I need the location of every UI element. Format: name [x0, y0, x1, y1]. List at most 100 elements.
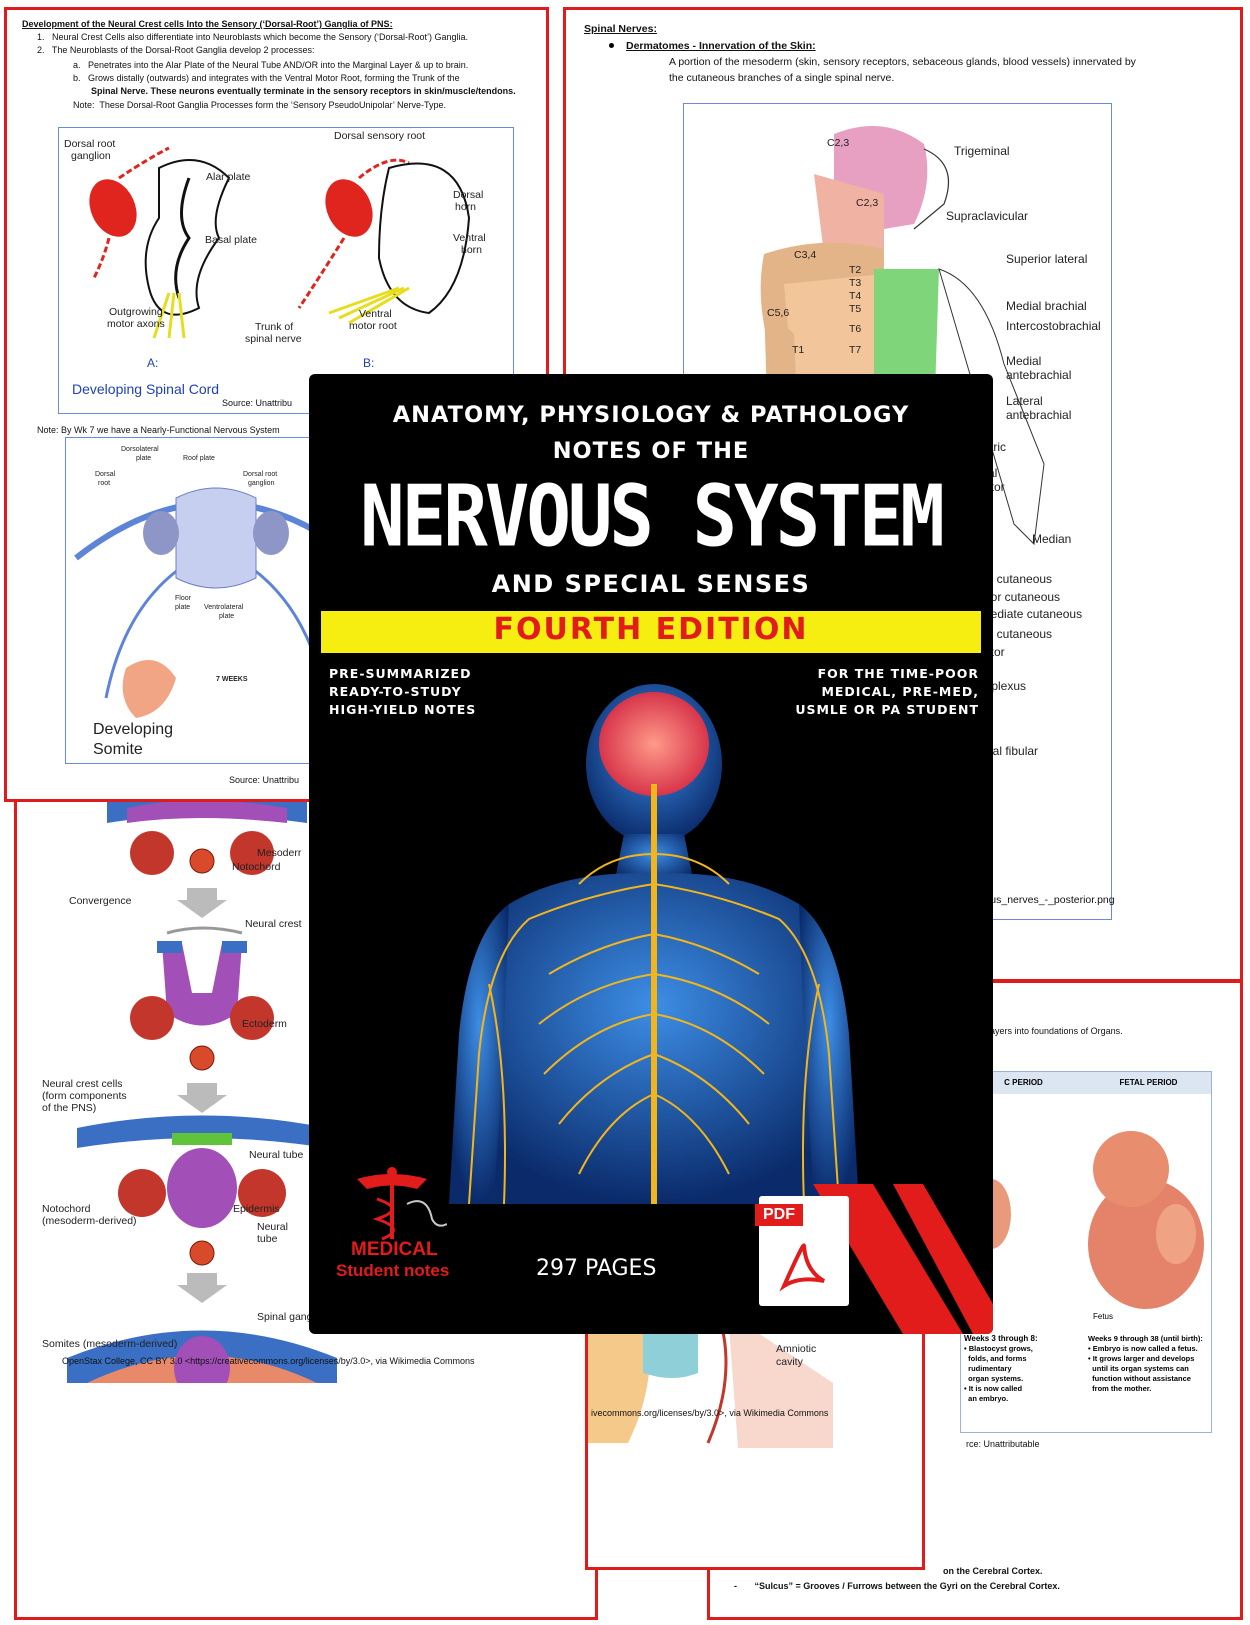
- cover-title: NERVOUS SYSTEM: [360, 467, 945, 567]
- segment-c23: C2,3: [827, 137, 850, 149]
- label-lateral: Lateral: [1006, 394, 1043, 408]
- label-root: root: [98, 480, 111, 487]
- edition-banner: [321, 611, 981, 653]
- pdf-icon: PDF: [755, 1196, 849, 1306]
- label-floor: Floor: [175, 595, 191, 602]
- label-plate-3: plate: [219, 613, 235, 620]
- item-1: 1. Neural Crest Cells also differentiate…: [37, 32, 469, 42]
- source-amniotic: ivecommons.org/licenses/by/3.0>, via Wik…: [591, 1408, 829, 1418]
- label-a: A:: [147, 356, 159, 370]
- label-tube: tube: [257, 1233, 278, 1245]
- label-medial: Medial: [1006, 354, 1042, 368]
- label-ventral: Ventral: [453, 232, 486, 244]
- weeks-9-38-item-1: • Embryo is now called a fetus.: [1088, 1344, 1198, 1353]
- weeks-3-8-item-1: • Blastocyst grows,: [964, 1344, 1033, 1353]
- text-germ-layers: erm Layers into foundations of Organs.: [967, 1026, 1123, 1036]
- label-amniotic: Amniotic: [776, 1343, 817, 1355]
- item-note: Note: These Dorsal-Root Ganglia Processe…: [73, 100, 447, 110]
- label-ganglion: ganglion: [71, 150, 111, 162]
- weeks-3-8-item-6: an embryo.: [964, 1394, 1009, 1403]
- label-horn-2: horn: [461, 244, 483, 256]
- label-notochord-2: Notochord: [42, 1203, 91, 1215]
- label-outgrowing: Outgrowing: [109, 306, 163, 318]
- bullet-dot: [609, 43, 614, 48]
- segment-t7: T7: [849, 344, 862, 356]
- embryo-table: C PERIOD FETAL PERIOD ryo Fetus Weeks 3 …: [960, 1071, 1212, 1433]
- weeks-3-8-item-5: • It is now called: [964, 1384, 1023, 1393]
- label-medial-brachial: Medial brachial: [1006, 299, 1087, 313]
- label-trunk-of: Trunk of: [255, 321, 294, 333]
- label-antebrachial: antebrachial: [1006, 368, 1072, 382]
- text-cerebral-cortex: on the Cerebral Cortex.: [943, 1566, 1043, 1576]
- bullet-dermatomes: Dermatomes - Innervation of the Skin:: [626, 40, 816, 52]
- label-somites: Somites (mesoderm-derived): [42, 1338, 178, 1350]
- label-supraclavicular: Supraclavicular: [946, 209, 1029, 223]
- segment-t4: T4: [849, 290, 862, 302]
- weeks-9-38-heading: Weeks 9 through 38 (until birth):: [1088, 1334, 1203, 1343]
- label-dorsal-sensory-root: Dorsal sensory root: [334, 130, 426, 142]
- label-convergence: Convergence: [69, 895, 132, 907]
- label-antebrachial-2: antebrachial: [1006, 408, 1072, 422]
- label-al-cutaneous: al cutaneous: [984, 572, 1053, 586]
- label-developing: Developing: [93, 721, 174, 738]
- label-alar-plate: Alar plate: [206, 171, 251, 183]
- label-median: Median: [1032, 532, 1072, 546]
- label-dorsal-root-ganglion: Dorsal root: [243, 471, 278, 478]
- label-superior-lateral: Superior lateral: [1006, 252, 1088, 266]
- dermatome-definition-1: A portion of the mesoderm (skin, sensory…: [669, 56, 1136, 68]
- label-spinal-nerve: spinal nerve: [245, 333, 302, 345]
- label-roof-plate: Roof plate: [183, 455, 215, 462]
- label-neural-crest: Neural crest: [245, 918, 302, 930]
- cover-line-2: NOTES OF THE: [552, 438, 750, 464]
- label-fetus: Fetus: [1093, 1312, 1114, 1321]
- segment-c34: C3,4: [794, 249, 817, 261]
- cover-right-1: FOR THE TIME-POOR: [817, 666, 979, 681]
- item-2: 2. The Neuroblasts of the Dorsal-Root Ga…: [37, 45, 315, 55]
- label-intercostobrachial: Intercostobrachial: [1006, 319, 1101, 333]
- dermatome-definition-2: the cutaneous branches of a single spina…: [669, 72, 895, 84]
- label-neural-crest-cells: Neural crest cells: [42, 1078, 123, 1090]
- cover-right-2: MEDICAL, PRE-MED,: [821, 684, 979, 699]
- source-1: Source: Unattribu: [222, 398, 293, 408]
- segment-t3: T3: [849, 277, 862, 289]
- label-7-weeks: 7 WEEKS: [216, 676, 248, 683]
- segment-t5: T5: [849, 303, 862, 315]
- label-somite: Somite: [93, 741, 143, 758]
- acrobat-icon: [779, 1243, 826, 1292]
- heading-spinal-nerves: Spinal Nerves:: [584, 23, 657, 35]
- label-b: B:: [363, 356, 375, 370]
- weeks-3-8-item-2: folds, and forms: [964, 1354, 1027, 1363]
- cover-left-1: PRE-SUMMARIZED: [329, 666, 472, 681]
- label-horn: horn: [455, 201, 477, 213]
- pdf-label: PDF: [755, 1204, 803, 1226]
- label-cavity: cavity: [776, 1356, 803, 1368]
- label-r-plexus: r plexus: [984, 679, 1027, 693]
- weeks-9-38-item-4: function without assistance: [1088, 1374, 1191, 1383]
- page-count: 297 PAGES: [536, 1256, 657, 1281]
- note-week7: Note: By Wk 7 we have a Nearly-Functiona…: [37, 425, 280, 435]
- label-epidermis: Epidermis: [233, 1203, 280, 1215]
- cover-subtitle: AND SPECIAL SENSES: [491, 570, 811, 598]
- label-ventral-motor: Ventral: [359, 308, 392, 320]
- text-sulcus: - “Sulcus” = Grooves / Furrows between t…: [734, 1581, 1060, 1591]
- weeks-3-8-heading: Weeks 3 through 8:: [964, 1334, 1038, 1343]
- table-header-fetal: FETAL PERIOD: [1086, 1072, 1211, 1094]
- label-dorsal-root: Dorsal root: [64, 138, 116, 150]
- label-notochord: Notochord: [232, 861, 281, 873]
- weeks-9-38-item-5: from the mother.: [1088, 1384, 1152, 1393]
- week7-drawing: [74, 487, 358, 718]
- cover-edition: FOURTH EDITION: [493, 612, 809, 647]
- segment-t1: T1: [792, 344, 805, 356]
- fetus-illustration: [971, 1131, 1204, 1309]
- segment-t6: T6: [849, 323, 862, 335]
- label-ventrolateral: Ventrolateral: [204, 604, 244, 611]
- label-dorsolateral: Dorsolateral: [121, 446, 159, 453]
- label-dorsal-2: Dorsal: [95, 471, 116, 478]
- segment-t2: T2: [849, 264, 862, 276]
- weeks-9-38-item-2: • It grows larger and develops: [1088, 1354, 1195, 1363]
- label-motor-root: motor root: [349, 320, 397, 332]
- cover-left-3: HIGH-YIELD NOTES: [329, 702, 477, 717]
- red-stripes-decoration: [813, 1184, 993, 1334]
- label-nediate-cutaneous: nediate cutaneous: [984, 607, 1083, 621]
- label-ganglion-2: ganglion: [248, 480, 275, 487]
